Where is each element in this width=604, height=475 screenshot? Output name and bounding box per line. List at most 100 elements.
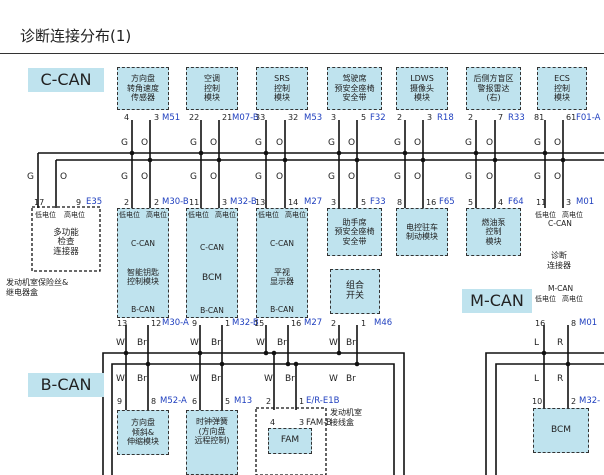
junction-dot (197, 350, 203, 356)
junction-dot (285, 361, 291, 367)
can-low-label: 低电位 (119, 211, 140, 219)
pin-w: 2 (266, 397, 272, 406)
pin-o: 4 (498, 198, 504, 207)
pin-w: 2 (331, 319, 337, 328)
can-low-label: 低电位 (188, 211, 209, 219)
module-electric-parking-brake: 电控驻车 制动模块 (396, 208, 448, 256)
can-high-label: 高电位 (562, 211, 583, 219)
junction-dot (123, 350, 129, 356)
can-low-label: 低电位 (535, 211, 556, 219)
pin-o: 9 (76, 198, 82, 207)
module-srs-control: SRS 控制 模块 (256, 67, 308, 110)
junction-dot (354, 157, 360, 163)
connector-code: M53 (304, 113, 323, 123)
connector-code: F32 (370, 113, 386, 123)
junction-dot (145, 361, 151, 367)
pin-o: 14 (288, 198, 299, 207)
bus-label: C-CAN (131, 239, 155, 249)
pin-g: 3 (331, 198, 337, 207)
junction-dot (560, 157, 566, 163)
pin-o: 5 (361, 198, 367, 207)
pin-o: 2 (154, 198, 160, 207)
c-can-label: C-CAN (28, 68, 104, 92)
pin-o: 16 (426, 198, 437, 207)
can-high-label: 高电位 (64, 211, 85, 219)
module-ecs-control: ECS 控制 模块 (537, 67, 587, 110)
module-smart-key: 低电位 高电位 C-CAN 智能钥匙 控制模块 B-CAN (117, 208, 169, 318)
junction-dot (541, 350, 547, 356)
wire-label-w: W (190, 374, 199, 384)
wire-label-o: O (554, 172, 562, 182)
module-head-up-display: 低电位 高电位 C-CAN 平视 显示器 B-CAN (256, 208, 308, 318)
module-fuel-pump-control: 燃油泵 控制 模块 (466, 208, 521, 256)
wire-label-r: R (557, 374, 564, 384)
pin-o: 3 (427, 113, 433, 122)
pin-br: 1 (361, 319, 367, 328)
wire-label-br: Br (277, 338, 287, 348)
multi-function-check-connector: 多功能 检查 连接器 (53, 227, 79, 257)
connector-code: M27 (304, 318, 323, 328)
pin-g: 11 (189, 198, 200, 207)
bus-b-can-br (111, 363, 395, 475)
wire-label-g: G (328, 138, 335, 148)
bus-label: C-CAN (270, 239, 294, 249)
wire-label-g: G (121, 138, 128, 148)
module-passenger-pre-safe-belt: 助手席 预安全座椅 安全带 (327, 208, 382, 256)
pin-inner: 3 (299, 418, 305, 427)
pin-g: 4 (124, 113, 130, 122)
module-ac-control: 空调 控制 模块 (186, 67, 238, 110)
module-name: 智能钥匙 控制模块 (127, 267, 159, 287)
wire-label-w: W (264, 374, 273, 384)
junction-dot (129, 150, 135, 156)
wire-label-g: G (121, 172, 128, 182)
wire-label-r: R (557, 338, 564, 348)
pin-br: 16 (291, 319, 302, 328)
pin-g: 33 (255, 113, 266, 122)
wire-label-w: W (190, 338, 199, 348)
junction-dot (420, 157, 426, 163)
engine-room-fuse-relay-box-caption: 发动机室保险丝& 继电器盒 (6, 278, 69, 297)
module-ldws-camera: LDWS 摄像头 模块 (396, 67, 448, 110)
pin-o: 21 (222, 113, 233, 122)
module-name: BCM (201, 273, 223, 283)
wire-label-br: Br (211, 374, 221, 384)
bus-label: B-CAN (200, 305, 224, 315)
junction-dot (492, 157, 498, 163)
wire-label-o: O (554, 138, 562, 148)
junction-dot (147, 157, 153, 163)
wire-label-br: Br (346, 338, 356, 348)
can-high-label: 高电位 (285, 211, 306, 219)
module-steering-tilt-telescopic: 方向盘 倾斜& 伸缩模块 (117, 410, 169, 455)
pin-o: 3 (566, 198, 572, 207)
fuse-box-outline (31, 206, 101, 272)
wire-label-br: Br (137, 374, 147, 384)
wire-label-g: G (190, 172, 197, 182)
wire-label-o: O (276, 138, 284, 148)
connector-code: M13 (234, 396, 253, 406)
wire-label-g: G (534, 138, 541, 148)
wire-label-o: O (276, 172, 284, 182)
bus-label: M-CAN (548, 284, 574, 293)
connector-code: M52-A (160, 396, 187, 406)
bus-m-can-l (485, 352, 604, 475)
module-name: 平视 显示器 (270, 267, 294, 287)
junction-dot (216, 157, 222, 163)
wire-label-w: W (116, 338, 125, 348)
connector-code: M51 (162, 113, 181, 123)
module-bcm-right: BCM (533, 408, 589, 453)
connector-code: F64 (508, 197, 524, 207)
wire-label-l: L (534, 374, 540, 384)
connector-code: M32- (579, 396, 601, 406)
pin-g: 11 (536, 198, 547, 207)
connector-code: E35 (86, 197, 103, 207)
pin-r: 8 (571, 319, 577, 328)
junction-dot (542, 150, 548, 156)
wire-label-br: Br (285, 374, 295, 384)
junction-dot (263, 150, 269, 156)
page-title: 诊断连接分布(1) (20, 27, 132, 45)
junction-dot (354, 361, 360, 367)
pin-l: 16 (535, 319, 546, 328)
wire-label-g: G (255, 172, 262, 182)
bus-label: C-CAN (548, 219, 572, 228)
junction-dot (282, 157, 288, 163)
